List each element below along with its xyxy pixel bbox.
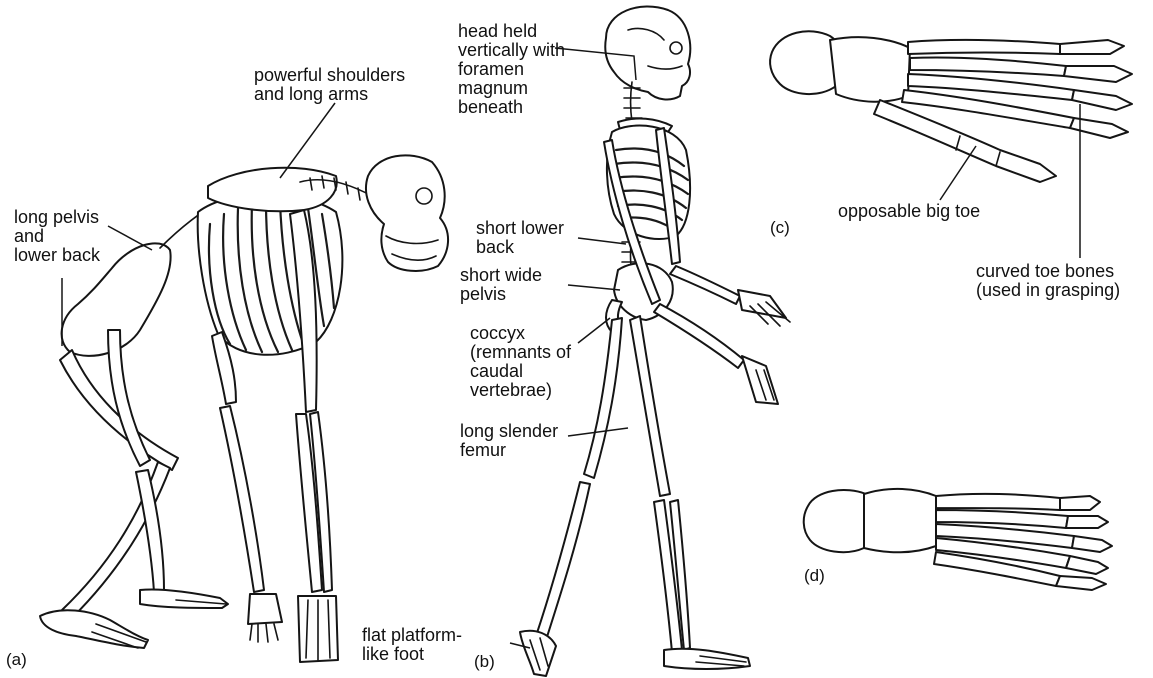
human-far-femur [584, 318, 622, 478]
human-femur [630, 316, 670, 496]
human-foot-heel [804, 490, 873, 552]
leader-big-toe [940, 146, 976, 200]
label-flat-platform-foot: flat platform- like foot [362, 626, 462, 664]
ape-far-foot [140, 589, 228, 608]
panel-label-c: (c) [770, 218, 790, 237]
human-foot-tarsals [864, 489, 936, 552]
ape-near-foot [40, 610, 148, 648]
human-forearm [670, 266, 740, 304]
ape-foot-tarsals [830, 37, 910, 102]
ape-foot-metatarsals [902, 40, 1074, 128]
leader-coccyx [578, 318, 610, 343]
human-hand [738, 290, 786, 318]
leader-shoulders [280, 103, 335, 178]
human-far-tibia [536, 482, 590, 640]
leader-long-pelvis [108, 226, 152, 250]
label-long-slender-femur: long slender femur [460, 422, 558, 460]
ape-skull [366, 155, 448, 271]
ape-far-hand [248, 594, 282, 624]
label-powerful-shoulders: powerful shoulders and long arms [254, 66, 405, 104]
label-head-vertical: head held vertically with foramen magnum… [458, 22, 565, 117]
leader-short-pelvis [568, 285, 620, 290]
label-curved-toe-bones: curved toe bones (used in grasping) [976, 262, 1120, 300]
label-short-wide-pelvis: short wide pelvis [460, 266, 542, 304]
ape-far-forearm [220, 406, 264, 592]
ape-foot-drawing [770, 31, 1132, 182]
label-coccyx: coccyx (remnants of caudal vertebrae) [470, 324, 571, 400]
ape-scapula [208, 168, 337, 212]
human-far-forearm [654, 304, 744, 368]
panel-label-d: (d) [804, 566, 825, 585]
panel-label-a: (a) [6, 650, 27, 669]
ape-far-femur [108, 330, 150, 466]
human-foot-metatarsals [934, 494, 1074, 586]
ape-skeleton [40, 155, 448, 662]
human-far-foot [520, 631, 556, 676]
human-foot-drawing [804, 489, 1112, 590]
label-long-pelvis: long pelvis and lower back [14, 208, 100, 265]
label-opposable-big-toe: opposable big toe [838, 202, 980, 221]
panel-label-b: (b) [474, 652, 495, 671]
label-short-lower-back: short lower back [476, 219, 564, 257]
leader-short-back [578, 238, 626, 244]
